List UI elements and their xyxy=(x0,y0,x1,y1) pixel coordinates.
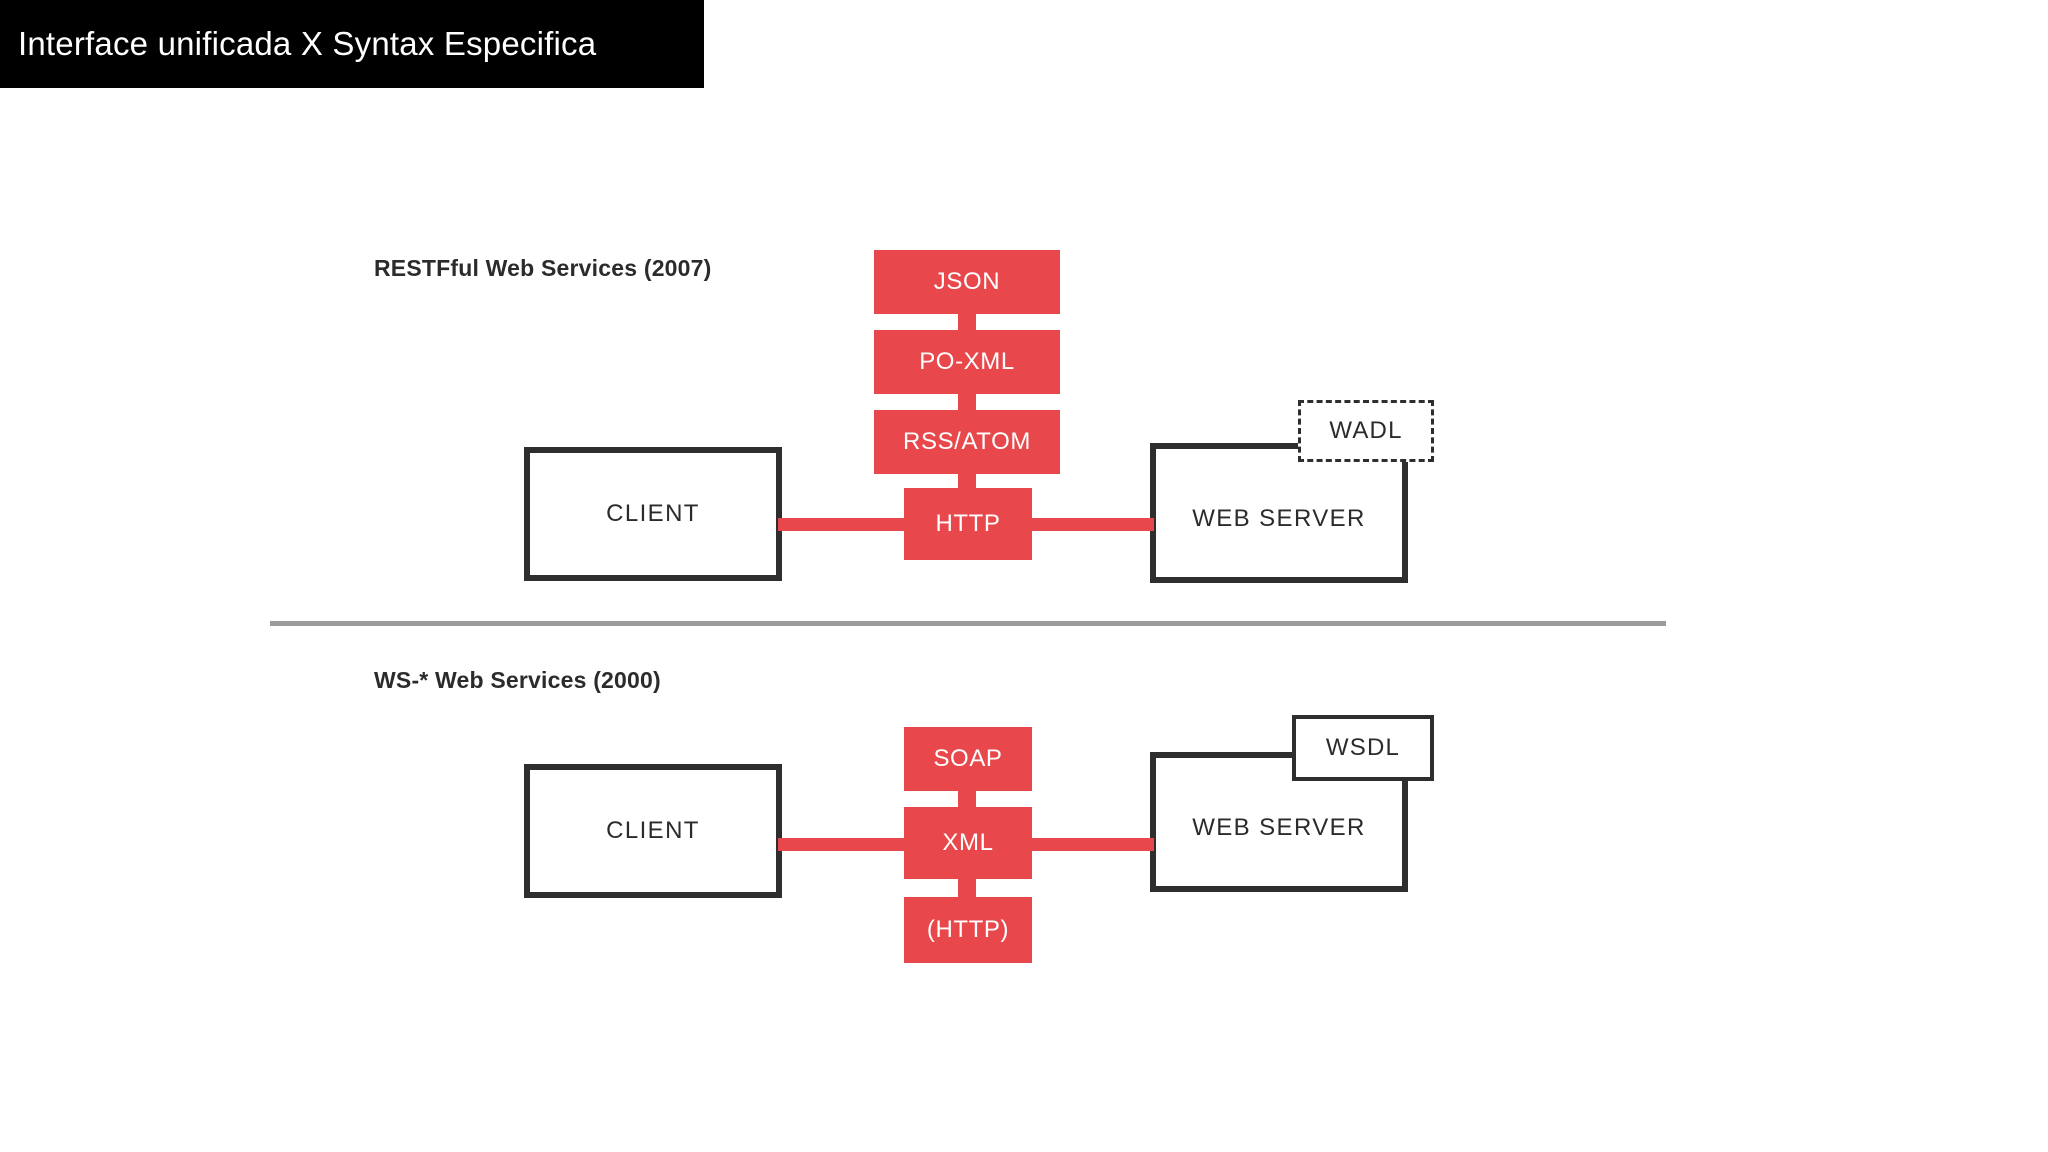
connector-soap-to-xml xyxy=(958,789,976,809)
connector-rssatom-to-http xyxy=(958,472,976,490)
protocol-box-xml-label: XML xyxy=(942,829,994,856)
wadl-box[interactable]: WADL xyxy=(1298,400,1434,462)
connector-xml-to-http xyxy=(958,877,976,899)
protocol-box-http-optional[interactable]: (HTTP) xyxy=(904,897,1032,963)
protocol-box-rss-atom[interactable]: RSS/ATOM xyxy=(874,410,1060,474)
client-box-restful-label: CLIENT xyxy=(606,500,700,527)
connector-client-to-http xyxy=(778,518,908,531)
wsdl-box[interactable]: WSDL xyxy=(1292,715,1434,781)
connector-json-to-poxml xyxy=(958,312,976,332)
protocol-box-po-xml[interactable]: PO-XML xyxy=(874,330,1060,394)
client-box-ws-star-label: CLIENT xyxy=(606,817,700,844)
client-box-restful[interactable]: CLIENT xyxy=(524,447,782,581)
section-caption-ws-star: WS-* Web Services (2000) xyxy=(374,667,661,693)
web-server-box-restful-label: WEB SERVER xyxy=(1192,505,1366,532)
protocol-box-json-label: JSON xyxy=(933,268,1001,295)
protocol-box-http-label: HTTP xyxy=(935,510,1001,537)
protocol-box-http[interactable]: HTTP xyxy=(904,488,1032,560)
protocol-box-soap-label: SOAP xyxy=(933,745,1003,772)
page-title: Interface unificada X Syntax Especifica xyxy=(18,25,597,62)
web-server-box-restful[interactable]: WEB SERVER xyxy=(1150,443,1408,583)
connector-client-to-xml xyxy=(778,838,908,851)
protocol-box-po-xml-label: PO-XML xyxy=(919,348,1015,375)
protocol-box-xml[interactable]: XML xyxy=(904,807,1032,879)
client-box-ws-star[interactable]: CLIENT xyxy=(524,764,782,898)
protocol-box-http-optional-label: (HTTP) xyxy=(926,916,1010,943)
web-server-box-ws-star-label: WEB SERVER xyxy=(1192,814,1366,841)
connector-xml-to-server xyxy=(1028,838,1154,851)
section-caption-restful: RESTFful Web Services (2007) xyxy=(374,255,712,281)
wsdl-box-label: WSDL xyxy=(1325,734,1401,761)
protocol-box-soap[interactable]: SOAP xyxy=(904,727,1032,791)
wadl-box-label: WADL xyxy=(1329,417,1403,444)
section-divider xyxy=(270,621,1666,626)
protocol-box-json[interactable]: JSON xyxy=(874,250,1060,314)
title-banner: Interface unificada X Syntax Especifica xyxy=(0,0,704,88)
protocol-box-rss-atom-label: RSS/ATOM xyxy=(903,428,1031,455)
connector-http-to-server xyxy=(1028,518,1154,531)
connector-poxml-to-rssatom xyxy=(958,392,976,412)
